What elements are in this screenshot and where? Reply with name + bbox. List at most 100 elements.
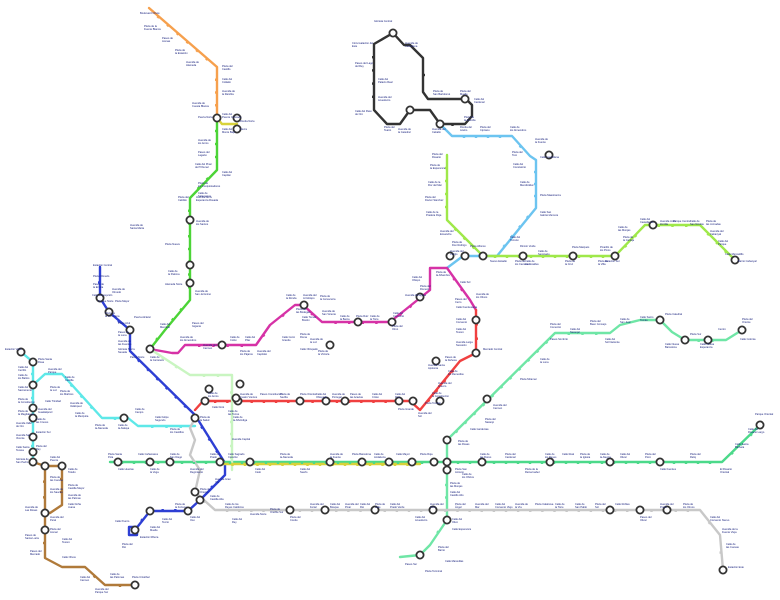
interchange-station-icon[interactable] (680, 335, 690, 345)
interchange-station-icon[interactable] (185, 215, 195, 225)
interchange-station-icon[interactable] (217, 340, 227, 350)
interchange-station-icon[interactable] (477, 457, 487, 467)
interchange-station-icon[interactable] (232, 113, 242, 123)
interchange-station-icon[interactable] (478, 251, 488, 261)
interchange-station-icon[interactable] (204, 384, 214, 394)
interchange-station-icon[interactable] (130, 580, 140, 590)
metro-line-greenbottom[interactable] (108, 423, 762, 464)
station-tick[interactable] (502, 244, 506, 248)
station-tick[interactable] (707, 521, 711, 525)
station-tick[interactable] (624, 244, 628, 248)
station-tick[interactable] (518, 225, 522, 229)
station-tick[interactable] (706, 232, 710, 237)
interchange-station-icon[interactable] (662, 505, 672, 515)
interchange-station-icon[interactable] (357, 457, 367, 467)
station-tick[interactable] (435, 389, 439, 393)
station-tick[interactable] (443, 379, 447, 383)
station-tick[interactable] (482, 403, 486, 407)
station-tick[interactable] (195, 49, 199, 53)
interchange-station-icon[interactable] (407, 457, 417, 467)
station-tick[interactable] (146, 368, 150, 372)
station-tick[interactable] (155, 337, 159, 341)
station-tick[interactable] (723, 250, 728, 254)
interchange-station-icon[interactable] (40, 461, 50, 471)
interchange-station-icon[interactable] (605, 505, 615, 515)
station-tick[interactable] (281, 314, 285, 318)
station-tick[interactable] (525, 215, 529, 219)
interchange-station-icon[interactable] (544, 150, 554, 160)
station-tick[interactable] (210, 485, 214, 489)
interchange-station-icon[interactable] (482, 394, 492, 404)
interchange-station-icon[interactable] (442, 457, 452, 467)
metro-line-black[interactable] (372, 31, 474, 126)
station-tick[interactable] (462, 237, 466, 241)
station-tick[interactable] (156, 15, 160, 19)
station-tick[interactable] (491, 394, 495, 398)
interchange-station-icon[interactable] (104, 307, 114, 317)
interchange-station-icon[interactable] (183, 506, 193, 516)
interchange-station-icon[interactable] (730, 255, 740, 265)
interchange-station-icon[interactable] (325, 340, 335, 350)
interchange-station-icon[interactable] (435, 396, 445, 406)
station-tick[interactable] (171, 317, 175, 321)
station-tick[interactable] (634, 234, 638, 238)
station-tick[interactable] (69, 384, 73, 388)
interchange-station-icon[interactable] (442, 435, 452, 445)
interchange-station-icon[interactable] (655, 315, 665, 325)
interchange-station-icon[interactable] (235, 379, 245, 389)
interchange-station-icon[interactable] (57, 461, 67, 471)
interchange-station-icon[interactable] (415, 550, 425, 560)
interchange-station-icon[interactable] (232, 124, 242, 134)
interchange-station-icon[interactable] (195, 495, 205, 505)
station-tick[interactable] (427, 399, 431, 403)
interchange-station-icon[interactable] (568, 251, 578, 261)
interchange-station-icon[interactable] (755, 420, 765, 430)
station-tick[interactable] (166, 24, 170, 28)
station-tick[interactable] (79, 395, 83, 399)
interchange-station-icon[interactable] (605, 457, 615, 467)
interchange-station-icon[interactable] (518, 251, 528, 261)
station-tick[interactable] (155, 377, 159, 381)
station-tick[interactable] (536, 349, 540, 354)
station-tick[interactable] (205, 177, 209, 181)
station-tick[interactable] (509, 376, 513, 380)
station-tick[interactable] (205, 57, 209, 61)
interchange-station-icon[interactable] (442, 465, 452, 475)
interchange-station-icon[interactable] (545, 457, 555, 467)
station-tick[interactable] (545, 341, 549, 345)
interchange-station-icon[interactable] (190, 413, 200, 423)
station-tick[interactable] (436, 530, 440, 534)
interchange-station-icon[interactable] (435, 119, 445, 129)
station-tick[interactable] (175, 32, 180, 36)
interchange-station-icon[interactable] (165, 457, 175, 467)
interchange-station-icon[interactable] (28, 357, 38, 367)
interchange-station-icon[interactable] (125, 325, 135, 335)
interchange-station-icon[interactable] (718, 565, 728, 575)
interchange-station-icon[interactable] (145, 457, 155, 467)
metro-line-lime[interactable] (445, 153, 737, 262)
interchange-station-icon[interactable] (370, 505, 380, 515)
station-tick[interactable] (518, 367, 522, 371)
interchange-station-icon[interactable] (320, 505, 330, 515)
station-tick[interactable] (471, 246, 475, 250)
station-tick[interactable] (161, 357, 165, 360)
station-tick[interactable] (207, 437, 211, 442)
interchange-station-icon[interactable] (299, 300, 309, 310)
interchange-station-icon[interactable] (471, 315, 481, 325)
interchange-station-icon[interactable] (648, 220, 658, 230)
station-tick[interactable] (117, 320, 121, 324)
interchange-station-icon[interactable] (295, 396, 305, 406)
station-tick[interactable] (92, 575, 96, 579)
station-tick[interactable] (453, 228, 457, 232)
metro-line-lightblue[interactable] (438, 122, 538, 270)
station-tick[interactable] (749, 433, 753, 437)
interchange-station-icon[interactable] (145, 344, 155, 354)
interchange-station-icon[interactable] (28, 432, 38, 442)
station-tick[interactable] (455, 430, 459, 434)
interchange-station-icon[interactable] (325, 457, 335, 467)
station-tick[interactable] (164, 386, 168, 390)
interchange-station-icon[interactable] (460, 94, 470, 104)
interchange-station-icon[interactable] (394, 396, 404, 406)
station-tick[interactable] (196, 186, 200, 190)
